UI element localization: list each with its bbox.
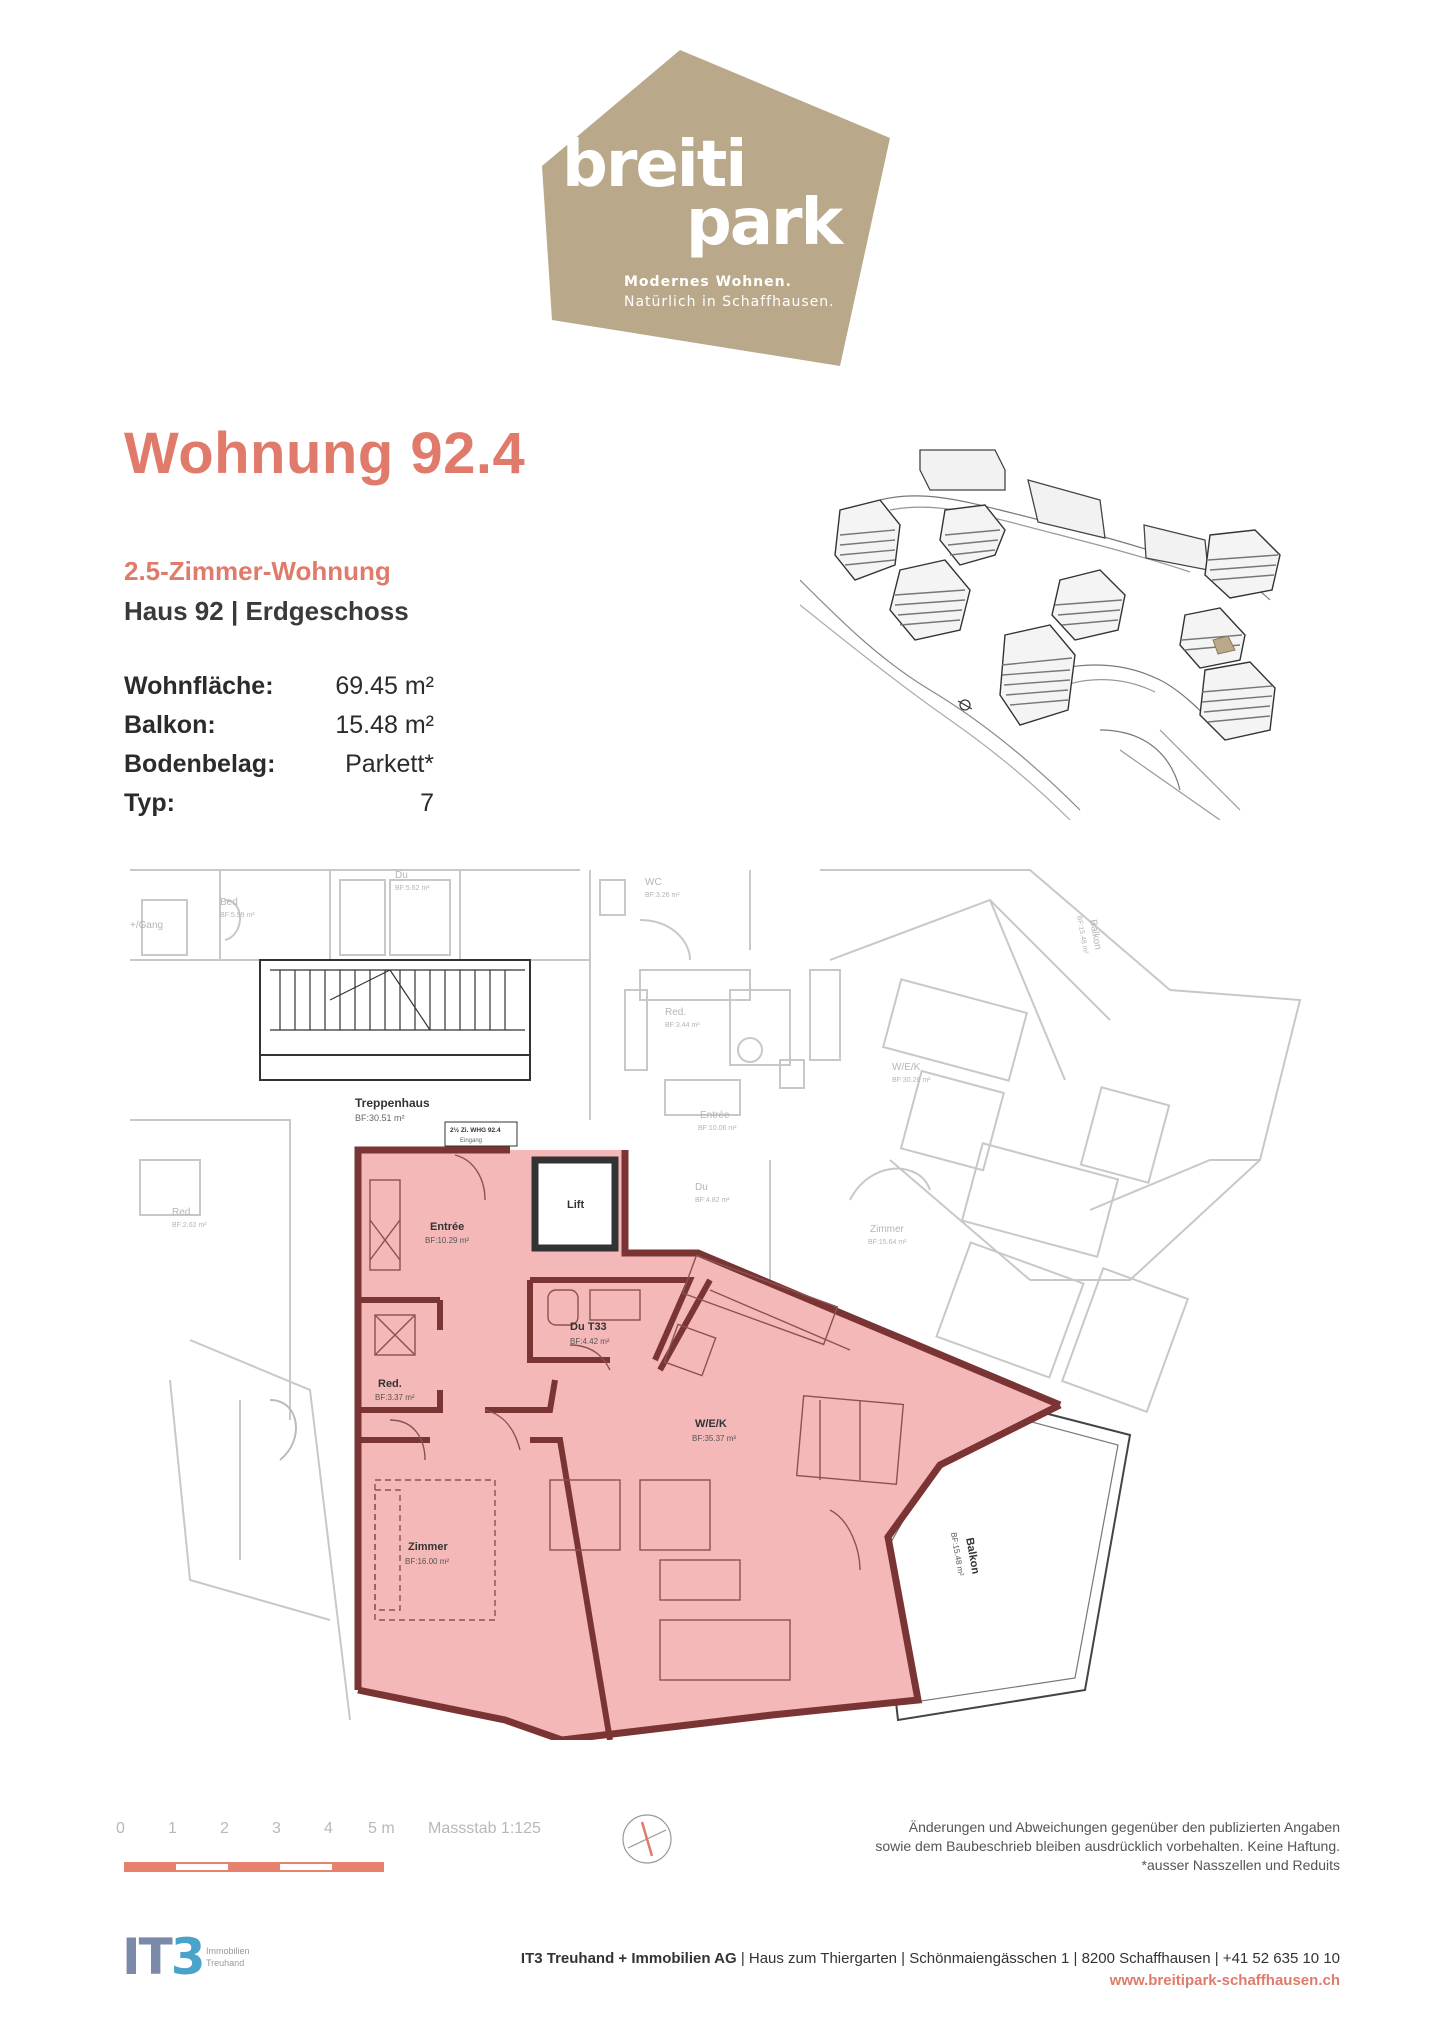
apartment-area [358,1150,1060,1740]
breitipark-logo: breiti park Modernes Wohnen. Natürlich i… [540,48,900,368]
nb-wc: WC [645,877,662,888]
room-entree-name: Entrée [430,1221,464,1233]
room-zimmer-area: BF:16.00 m² [405,1557,449,1566]
disclaimer: Änderungen und Abweichungen gegenüber de… [780,1818,1340,1875]
it3-small-1: Immobilien [206,1946,250,1956]
spec-row-typ: Typ: 7 [124,789,434,828]
room-entree-area: BF:10.29 m² [425,1236,469,1245]
apartment-tag-entry: Eingang [460,1138,482,1144]
nb-bed-area: BF:5.99 m² [220,912,255,919]
nb-entree: Entrée [700,1110,730,1121]
scale-segment [124,1862,176,1872]
nb-wek-area: BF:30.26 m² [892,1077,931,1084]
spec-label: Bodenbelag: [124,750,276,778]
nb-balkon: Balkon [1087,919,1103,951]
north-arrow-icon [620,1812,674,1866]
scale-segment [332,1862,384,1872]
nb-red-mid: Red. [665,1007,686,1018]
disclaimer-line-3: *ausser Nasszellen und Reduits [1141,1857,1340,1873]
room-wek-area: BF:35.37 m² [692,1434,736,1443]
room-red-name: Red. [378,1378,402,1390]
footer-company: IT3 Treuhand + Immobilien AG [520,1950,737,1967]
spec-value: Parkett* [345,750,434,778]
stair-area: BF:30.51 m² [355,1113,405,1123]
it3-number: 3 [170,1928,206,1986]
disclaimer-line-1: Änderungen und Abweichungen gegenüber de… [908,1819,1340,1835]
scale-tick-3: 3 [272,1820,281,1837]
spec-row-wohnflaeche: Wohnfläche: 69.45 m² [124,672,434,711]
nb-bed: Bed [220,897,238,908]
highlighted-unit [1212,635,1236,655]
it3-letters: IT [122,1928,173,1986]
nb-zimmer-area: BF:15.64 m² [868,1239,907,1246]
nb-du-top-area: BF:5.62 m² [395,885,430,892]
logo-tagline-2: Natürlich in Schaffhausen. [624,294,835,310]
nb-du: Du [695,1182,708,1193]
footer-website-link[interactable]: www.breitipark-schaffhausen.ch [1109,1972,1340,1989]
it3-logo-mark: IT3 [122,1928,206,1986]
logo-shape [542,50,890,366]
site-overview-map [799,430,1310,821]
room-lift-name: Lift [567,1199,584,1211]
footer-address-text: | Haus zum Thiergarten | Schönmaiengässc… [740,1950,1340,1967]
nb-zimmer: Zimmer [870,1224,905,1235]
spec-label: Typ: [124,789,175,817]
nb-red-left-area: BF:2.62 m² [172,1222,207,1229]
scale-label: Massstab 1:125 [428,1820,541,1837]
scale-segment [280,1862,332,1872]
spec-label: Wohnfläche: [124,672,274,700]
nb-entree-area: BF:10.06 m² [698,1125,737,1132]
site-map-drawing [799,449,1281,821]
nb-red-left: Red. [172,1207,193,1218]
nb-red-mid-area: BF:3.44 m² [665,1022,700,1029]
scale-tick-0: 0 [116,1820,125,1837]
scale-bar: 0 1 2 3 4 5 m Massstab 1:125 [112,1820,582,1880]
spec-row-bodenbelag: Bodenbelag: Parkett* [124,750,434,789]
spec-list: Wohnfläche: 69.45 m² Balkon: 15.48 m² Bo… [124,672,434,828]
apartment-type: 2.5-Zimmer-Wohnung [124,556,391,586]
page-title: Wohnung 92.4 [124,421,526,486]
spec-value: 15.48 m² [335,711,434,739]
scale-tick-4: 4 [324,1820,333,1837]
stair-label: Treppenhaus [355,1096,430,1110]
scale-tick-2: 2 [220,1820,229,1837]
logo-word-breiti: breiti [562,128,747,202]
it3-small-2: Treuhand [206,1958,245,1968]
floor-plan-drawing: Treppenhaus BF:30.51 m² 2½ Zi. WHG 92.4 … [130,869,1302,1744]
scale-tick-1: 1 [168,1820,177,1837]
spec-value: 7 [420,789,434,817]
apartment-tag: 2½ Zi. WHG 92.4 [450,1126,501,1134]
nb-du-area: BF:4.82 m² [695,1197,730,1204]
building-floor: Haus 92 | Erdgeschoss [124,596,409,626]
logo-tagline-1: Modernes Wohnen. [624,274,792,290]
it3-logo: IT3 Immobilien Treuhand [122,1928,272,1986]
scale-tick-5: 5 m [368,1820,395,1837]
floor-plan: Treppenhaus BF:30.51 m² 2½ Zi. WHG 92.4 … [130,860,1330,1744]
scale-segment [176,1862,228,1872]
nb-balkon-area: BF:15.48 m² [1075,915,1089,955]
nb-wc-area: BF:3.26 m² [645,892,680,899]
spec-value: 69.45 m² [335,672,434,700]
nb-wek: W/E/K [892,1062,921,1073]
room-wek-name: W/E/K [695,1418,727,1430]
nb-gang: +/Gang [130,920,163,931]
disclaimer-line-2: sowie dem Baubeschrieb bleiben ausdrückl… [875,1838,1340,1854]
spec-label: Balkon: [124,711,216,739]
room-red-area: BF:3.37 m² [375,1393,415,1402]
logo-word-park: park [686,186,843,260]
room-du-name: Du T33 [570,1321,607,1333]
room-du-area: BF:4.42 m² [570,1337,610,1346]
nb-du-top: Du [395,870,408,881]
footer-address: IT3 Treuhand + Immobilien AG | Haus zum … [521,1950,1340,1967]
spec-row-balkon: Balkon: 15.48 m² [124,711,434,750]
room-zimmer-name: Zimmer [408,1541,448,1553]
scale-segment [228,1862,280,1872]
